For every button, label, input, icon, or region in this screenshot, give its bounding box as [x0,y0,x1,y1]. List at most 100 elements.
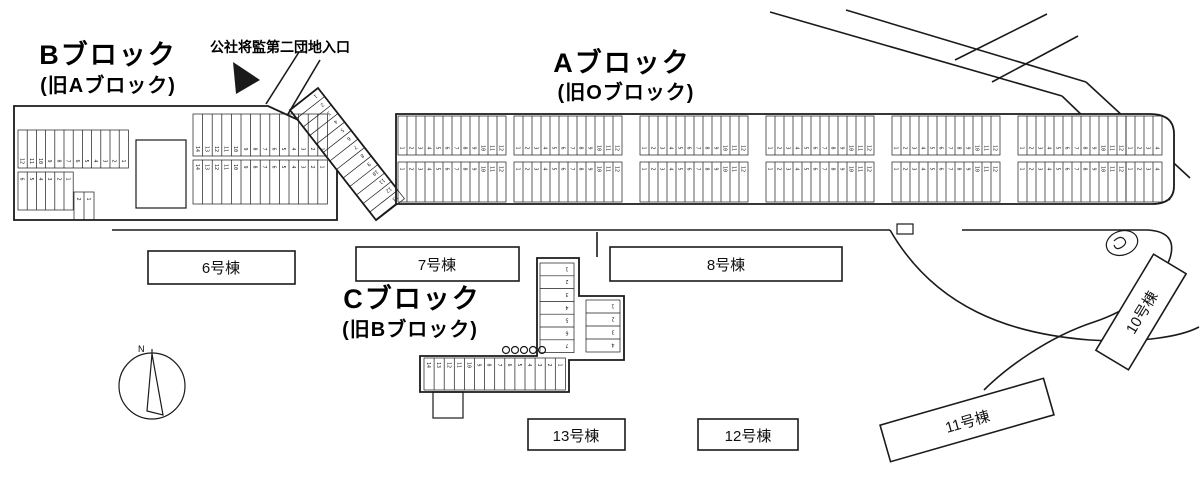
stall-number: 13 [435,362,441,368]
stall-number: 12 [1118,166,1124,172]
stall-number: 9 [365,161,371,168]
stall-number: 7 [947,146,953,149]
stall-number: 9 [1091,167,1097,170]
stall-number: 1 [319,165,325,168]
stall-number: 10 [596,166,602,172]
stall-number: 12 [614,145,620,151]
stall-number: 7 [453,167,459,170]
turnaround-feature [1105,229,1139,257]
stall-number: 12 [498,166,504,172]
road-branch-1 [954,13,1048,61]
stall-number: 11 [377,177,385,185]
stall-number: 2 [55,177,61,180]
stall-number: 6 [345,135,351,142]
stall-number: 8 [251,165,257,168]
stall-number: 11 [1109,145,1115,151]
stall-number: 6 [1064,146,1070,149]
stall-number: 5 [1055,167,1061,170]
stall-number: 6 [812,146,818,149]
stall-number: 1 [1127,167,1133,170]
stall-number: 8 [578,167,584,170]
building-8: 8号棟 [609,246,843,282]
stall-number: 8 [486,363,492,366]
road-branch-2 [991,35,1079,83]
stall-number: 3 [911,167,917,170]
stall-number: 7 [821,146,827,149]
stall-number: 2 [776,167,782,170]
stall-number: 12 [19,158,25,164]
stall-number: 12 [740,166,746,172]
stall-number: 5 [339,127,345,134]
stall-number: 5 [929,167,935,170]
stall-number: 11 [731,145,737,151]
stall-number: 9 [713,167,719,170]
stall-number: 11 [223,146,229,152]
stall-number: 2 [1028,146,1034,149]
stall-number: 8 [830,146,836,149]
building-12: 12号棟 [697,418,799,451]
stall-number: 3 [785,146,791,149]
stall-number: 1 [399,146,405,149]
stall-number: 7 [261,147,267,150]
stall-number: 2 [1136,167,1142,170]
stall-number: 2 [75,197,81,200]
stall-number: 9 [839,167,845,170]
block-a-title: Aブロック [553,47,691,78]
stall-number: 4 [426,167,432,170]
stall-number: 12 [866,145,872,151]
building-13: 13号棟 [527,418,626,451]
stall-number: 6 [1064,167,1070,170]
block-a-outline [395,113,1175,205]
stall-number: 3 [659,146,665,149]
stall-number: 10 [232,164,238,170]
stall-number: 3 [299,165,305,168]
block-b-title: Bブロック [39,39,177,70]
stall-number: 2 [902,146,908,149]
stall-number: 6 [19,177,25,180]
stall-number: 11 [489,145,495,151]
stall-number: 7 [261,165,267,168]
stall-number: 1 [312,92,318,99]
stall-number: 5 [280,165,286,168]
stall-number: 2 [524,167,530,170]
stall-number: 3 [325,110,331,117]
stall-number: 1 [767,167,773,170]
stall-number: 11 [857,166,863,172]
stall-number: 2 [611,316,614,322]
stall-number: 5 [1055,146,1061,149]
stall-number: 1 [1127,146,1133,149]
stall-number: 11 [731,166,737,172]
stall-number: 11 [455,362,461,368]
stall-number: 3 [101,159,107,162]
stall-number: 3 [911,146,917,149]
stall-number: 12 [740,145,746,151]
block-c-title: Cブロック [343,283,481,314]
stall-number: 9 [476,363,482,366]
stall-number: 4 [611,342,614,348]
stall-number: 6 [686,146,692,149]
stall-number: 5 [551,146,557,149]
stall-number: 12 [992,166,998,172]
stall-number: 11 [489,166,495,172]
stall-number: 6 [271,165,277,168]
stall-number: 5 [551,167,557,170]
stall-number: 11 [605,166,611,172]
stall-number: 3 [536,363,542,366]
stall-number: 2 [408,167,414,170]
stall-number: 10 [722,145,728,151]
stall-number: 8 [462,167,468,170]
stall-number: 2 [776,146,782,149]
small-structure [896,223,914,235]
stall-number: 6 [938,167,944,170]
stall-number: 5 [516,363,522,366]
stall-number: 8 [359,152,365,159]
stall-number: 10 [1100,166,1106,172]
stall-number: 13 [391,194,399,202]
stall-number: 5 [803,167,809,170]
